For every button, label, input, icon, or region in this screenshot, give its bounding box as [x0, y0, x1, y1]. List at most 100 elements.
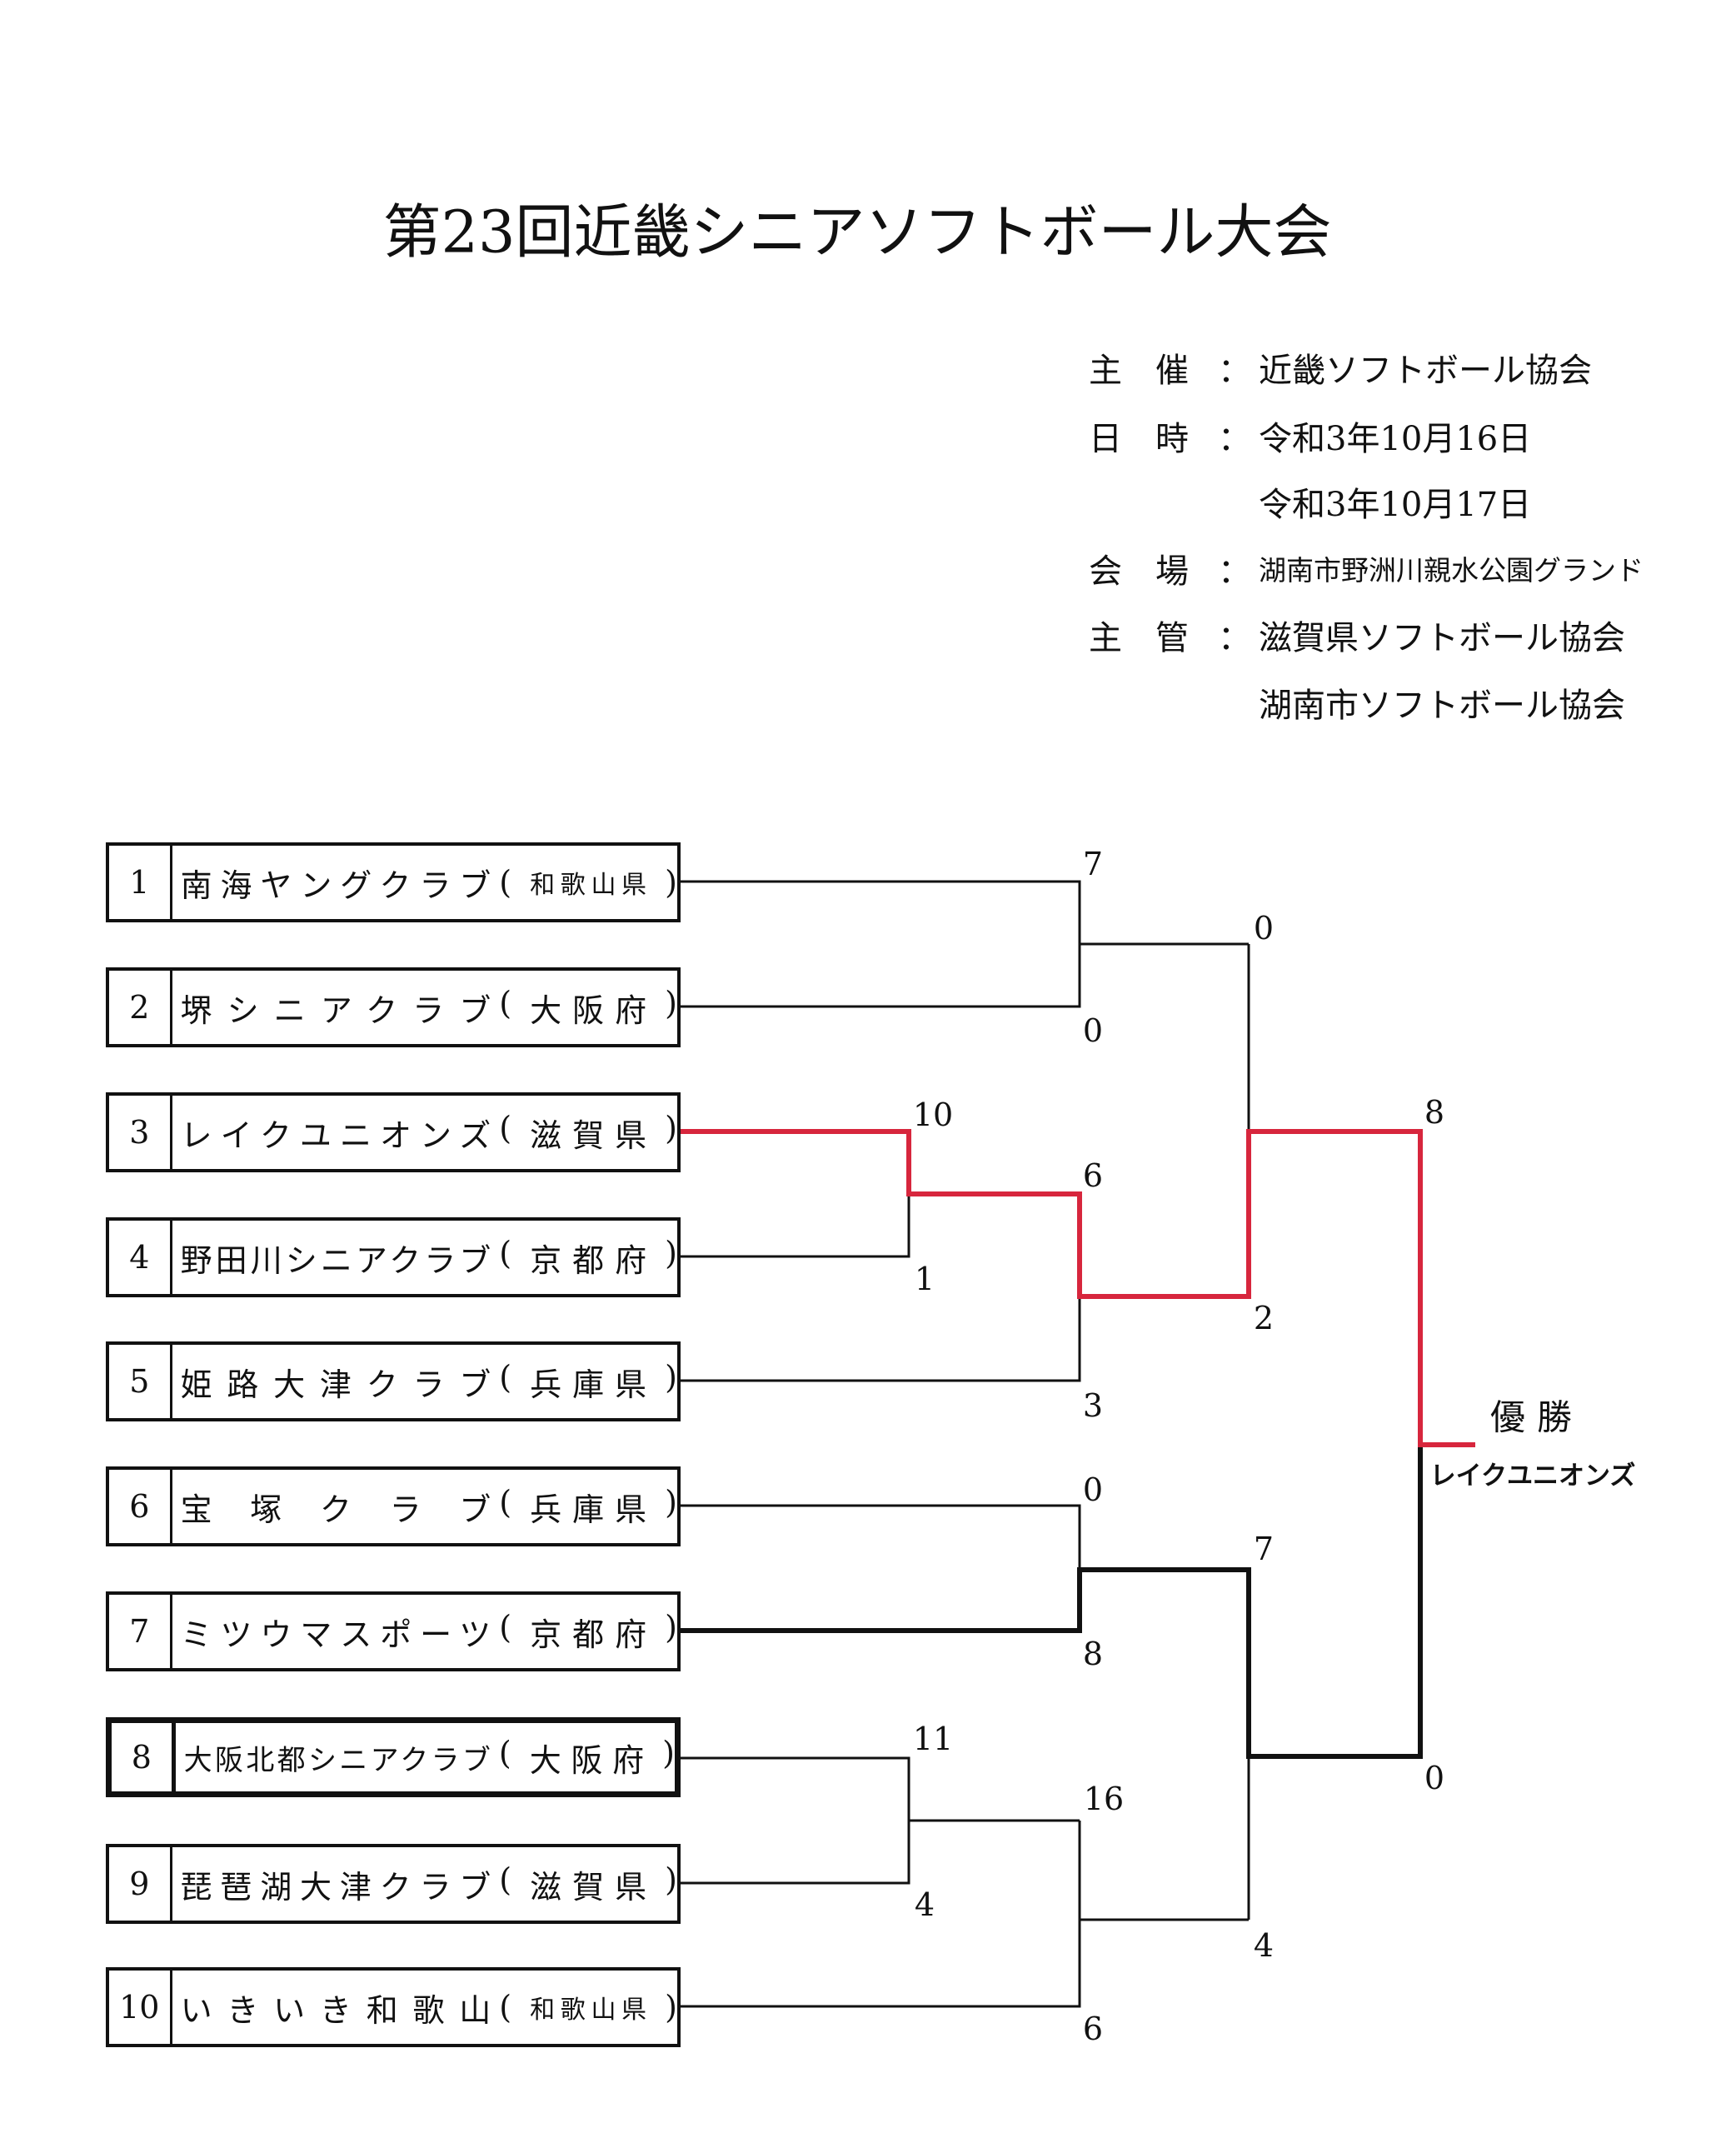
score: 7 — [1082, 846, 1104, 882]
score: 4 — [914, 1886, 935, 1923]
score: 10 — [912, 1096, 954, 1133]
paren: ) — [665, 984, 677, 1022]
paren: ) — [662, 1734, 675, 1771]
score: 16 — [1083, 1781, 1125, 1817]
score: 0 — [1424, 1760, 1445, 1796]
team-name: 宝塚クラブ — [180, 1491, 491, 1528]
seed-number: 9 — [109, 1847, 172, 1921]
team-name: レイクユニオンズ — [180, 1116, 491, 1154]
info-label-host: 主催 — [1089, 343, 1189, 392]
team-name: 琵琶湖大津クラブ — [180, 1868, 491, 1906]
seed-number: 10 — [109, 1971, 172, 2044]
match6-line — [681, 1821, 1249, 2008]
score: 11 — [912, 1721, 954, 1757]
seed-number: 8 — [112, 1723, 176, 1791]
prefecture: (兵庫県) — [499, 1484, 677, 1530]
label-char: 会 — [1089, 552, 1122, 591]
match1-line — [681, 880, 1249, 1008]
label-char: 場 — [1155, 552, 1189, 591]
team-name: 大阪北都シニアクラブ — [183, 1743, 491, 1777]
seed-number: 2 — [109, 971, 172, 1044]
paren: ( — [499, 984, 512, 1022]
seed-number: 6 — [109, 1470, 172, 1543]
info-label-date: 日時 — [1089, 412, 1189, 460]
paren: ( — [499, 1234, 512, 1271]
label-char: 日 — [1089, 420, 1122, 458]
page-title: 第23回近畿シニアソフトボール大会 — [382, 197, 1332, 267]
match3-line — [681, 1296, 1081, 1382]
label-char: 時 — [1155, 420, 1189, 458]
colon: ： — [1218, 552, 1251, 591]
score: 1 — [914, 1261, 935, 1297]
champion-label: 優勝 — [1489, 1396, 1584, 1438]
prefecture: ( 大阪府) — [499, 985, 677, 1031]
score: 6 — [1082, 1157, 1104, 1194]
prefecture: (大阪府) — [499, 1735, 675, 1781]
score: 0 — [1253, 910, 1275, 947]
score: 2 — [1253, 1300, 1275, 1336]
paren: ) — [665, 1109, 677, 1146]
paren: ( — [499, 1109, 512, 1146]
team-name: 南海ヤングクラブ — [180, 867, 491, 904]
score: 8 — [1082, 1636, 1104, 1672]
label-char: 催 — [1155, 352, 1189, 390]
winner-path — [681, 1129, 1475, 1447]
label-char: 主 — [1089, 619, 1122, 657]
paren: ) — [665, 1234, 677, 1271]
info-label-venue: 会場 — [1089, 544, 1189, 592]
info-label-organizer: 主管 — [1089, 611, 1189, 659]
colon: ： — [1218, 619, 1251, 657]
prefecture-name: 滋賀県 — [530, 1116, 647, 1154]
score: 3 — [1082, 1387, 1104, 1424]
score: 6 — [1082, 2011, 1104, 2047]
match4-line — [681, 1504, 1081, 1570]
seed-number: 3 — [109, 1096, 172, 1169]
score: 4 — [1253, 1927, 1275, 1964]
paren: ( — [499, 864, 512, 901]
team-name: いきいき和歌山 — [180, 1991, 491, 2029]
team-name: ミツウマスポーツ — [180, 1616, 491, 1653]
paren: ) — [665, 1989, 677, 2026]
paren: ( — [499, 1989, 512, 2026]
paren: ( — [499, 1861, 512, 1898]
score: 7 — [1253, 1531, 1275, 1567]
prefecture-name: 大阪府 — [530, 992, 647, 1029]
paren: ) — [665, 1861, 677, 1898]
paren: ) — [665, 1358, 677, 1396]
prefecture: ( 和歌山県) — [499, 1989, 677, 2026]
prefecture: ( 京都府) — [499, 1609, 677, 1655]
seed-number: 7 — [109, 1595, 172, 1668]
info-value-organizer-1: 滋賀県ソフトボール協会 — [1259, 619, 1625, 657]
score: 0 — [1082, 1471, 1104, 1508]
prefecture: ( 滋賀県) — [499, 1110, 677, 1156]
label-char: 主 — [1089, 352, 1122, 390]
paren: ) — [665, 1483, 677, 1521]
info-value-organizer-2: 湖南市ソフトボール協会 — [1259, 687, 1625, 725]
info-value-date-2: 令和3年10月17日 — [1259, 486, 1532, 524]
prefecture-name: 和歌山県 — [530, 1996, 647, 2025]
paren: ) — [665, 1608, 677, 1646]
match5-line — [681, 1756, 1080, 1885]
prefecture-name: 京都府 — [530, 1616, 647, 1653]
info-value-venue: 湖南市野洲川親水公園グランド — [1259, 554, 1644, 587]
label-char: 管 — [1155, 619, 1189, 657]
prefecture-name: 兵庫県 — [530, 1366, 647, 1403]
champion-team: レイクユニオンズ — [1429, 1461, 1636, 1491]
paren: ( — [499, 1608, 512, 1646]
prefecture: (滋賀県) — [499, 1861, 677, 1907]
prefecture-name: 和歌山県 — [530, 871, 647, 900]
seed-number: 4 — [109, 1221, 172, 1294]
info-value-date-1: 令和3年10月16日 — [1259, 420, 1532, 458]
prefecture: (兵庫県) — [499, 1359, 677, 1405]
